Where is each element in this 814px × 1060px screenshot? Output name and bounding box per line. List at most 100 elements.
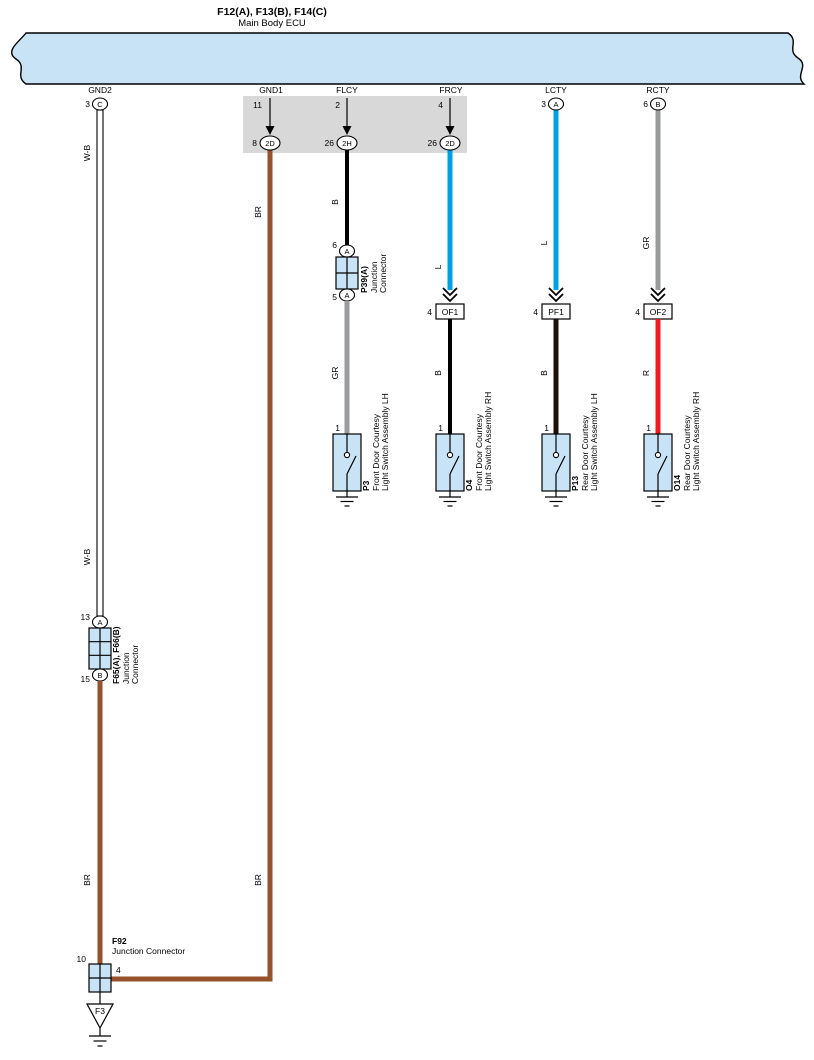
pin-number: 4 <box>427 307 432 317</box>
terminal-circle <box>649 97 667 111</box>
connector-grid <box>336 257 358 289</box>
switch-contact-icon <box>446 434 460 491</box>
pin-number: 1 <box>646 423 651 433</box>
switch-p13: 1 P13 Rear Door Courtesy Light Switch As… <box>541 393 599 507</box>
connector-id: OF1 <box>442 307 459 317</box>
terminal-letter: 2H <box>342 139 352 148</box>
connector-arrow-icon <box>442 293 458 303</box>
connector-arrow-icon <box>650 293 666 303</box>
terminal-circle <box>91 97 109 111</box>
wire-gnd2-wb <box>96 109 104 617</box>
connector-id: PF1 <box>548 307 564 317</box>
pin-number: 15 <box>81 674 91 684</box>
ecu-subtitle: Main Body ECU <box>238 18 306 29</box>
ground-id: F3 <box>95 1006 105 1016</box>
pin-label-frcy: FRCY <box>439 85 462 95</box>
pin-label-gnd2: GND2 <box>88 85 112 95</box>
pin-number: 6 <box>643 99 648 109</box>
connector-id: OF2 <box>650 307 667 317</box>
ground-symbol-icon <box>439 491 461 507</box>
component-label: Rear Door Courtesy <box>682 415 692 491</box>
connector-arrow-icon <box>442 287 458 297</box>
ground-symbol-icon <box>647 491 669 507</box>
ground-triangle <box>85 1003 115 1030</box>
pin-number: 6 <box>332 240 337 250</box>
pin-number: 13 <box>81 612 91 622</box>
inline-connector-pf1: PF1 4 <box>533 287 571 320</box>
component-id: P39(A) <box>359 266 369 293</box>
wire-color-label: L <box>539 240 549 245</box>
main-body-ecu-band <box>10 32 806 85</box>
pin-label-rcty: RCTY <box>646 85 669 95</box>
switch-o14: 1 O14 Rear Door Courtesy Light Switch As… <box>643 392 701 507</box>
component-id: F65(A), F66(B) <box>111 626 121 684</box>
pin-number: 4 <box>116 965 121 975</box>
wire-color-label: BR <box>253 206 263 218</box>
junction-connector-f65: 13 A B 15 F65(A), F66(B) Junction Connec… <box>81 612 140 684</box>
terminal-letter: A <box>553 100 558 109</box>
component-label: Light Switch Assembly LH <box>589 393 599 491</box>
pin-number: 1 <box>544 423 549 433</box>
wire-color-label: R <box>641 370 651 376</box>
terminal-letter: 2D <box>445 139 455 148</box>
wire-color-label: W-B <box>82 548 92 565</box>
wire-color-label: B <box>539 370 549 376</box>
pin-number: 8 <box>252 138 257 148</box>
wire-color-label: GR <box>641 237 651 250</box>
arrow-down-icon <box>445 126 455 135</box>
pin-number: 10 <box>77 954 87 964</box>
terminal-circle <box>439 135 461 151</box>
column-gnd2: 3 C W-B W-B 13 A B 15 F65(A), F66(B) Jun… <box>81 97 140 964</box>
component-label: Rear Door Courtesy <box>580 415 590 491</box>
component-label: Front Door Courtesy <box>474 413 484 491</box>
wire-color-label: BR <box>82 874 92 886</box>
pin-number: 26 <box>325 138 335 148</box>
pin-number: 3 <box>85 99 90 109</box>
ground-symbol-icon <box>545 491 567 507</box>
component-id: F92 <box>112 936 127 946</box>
component-label: Light Switch Assembly RH <box>691 392 701 491</box>
ground-symbol-icon <box>89 1028 111 1047</box>
pin-number: 3 <box>541 99 546 109</box>
pin-label-gnd1: GND1 <box>259 85 283 95</box>
inline-connector-of2: OF2 4 <box>635 287 673 320</box>
terminal-letter: A <box>97 618 102 627</box>
inline-connector-of1: OF1 4 <box>427 287 465 320</box>
column-gnd1: 11 2D 8 BR BR <box>111 98 281 982</box>
pin-number: 1 <box>335 423 340 433</box>
pin-number: 1 <box>438 423 443 433</box>
component-label: Connector <box>130 645 140 684</box>
terminal-letter: A <box>344 291 349 300</box>
terminal-circle <box>547 97 565 111</box>
switch-contact-icon <box>552 434 566 491</box>
terminal-circle <box>336 135 358 151</box>
junction-connector-f92: 10 4 F92 Junction Connector <box>77 936 185 993</box>
switch-contact-icon <box>654 434 668 491</box>
pin-number: 2 <box>335 100 340 110</box>
wire-gnd1-br <box>111 150 273 982</box>
wire-color-label: L <box>433 264 443 269</box>
component-id: P3 <box>361 480 371 491</box>
component-label: Connector <box>378 254 388 293</box>
terminal-letter: B <box>655 100 660 109</box>
component-label: Junction Connector <box>112 946 185 956</box>
switch-p3: 1 P3 Front Door Courtesy Light Switch As… <box>332 393 390 507</box>
connector-arrow-icon <box>650 287 666 297</box>
wire-color-label: BR <box>253 874 263 886</box>
ground-point-f3: F3 <box>85 992 115 1047</box>
component-label: Junction <box>121 652 131 684</box>
connector-grid <box>89 628 111 669</box>
wire-color-label: B <box>433 370 443 376</box>
wire-color-label: W-B <box>82 144 92 161</box>
component-label: Light Switch Assembly LH <box>380 393 390 491</box>
column-frcy: 4 2D 26 L OF1 4 B 1 O4 Front Door Cour <box>427 98 493 507</box>
wire-color-label: GR <box>330 367 340 380</box>
terminal-circle <box>259 135 281 151</box>
terminal-letter: B <box>97 671 102 680</box>
connector-arrow-icon <box>548 293 564 303</box>
pin-label-lcty: LCTY <box>545 85 567 95</box>
component-id: O4 <box>464 479 474 491</box>
switch-contact-icon <box>343 434 357 491</box>
ground-symbol-icon <box>336 491 358 507</box>
